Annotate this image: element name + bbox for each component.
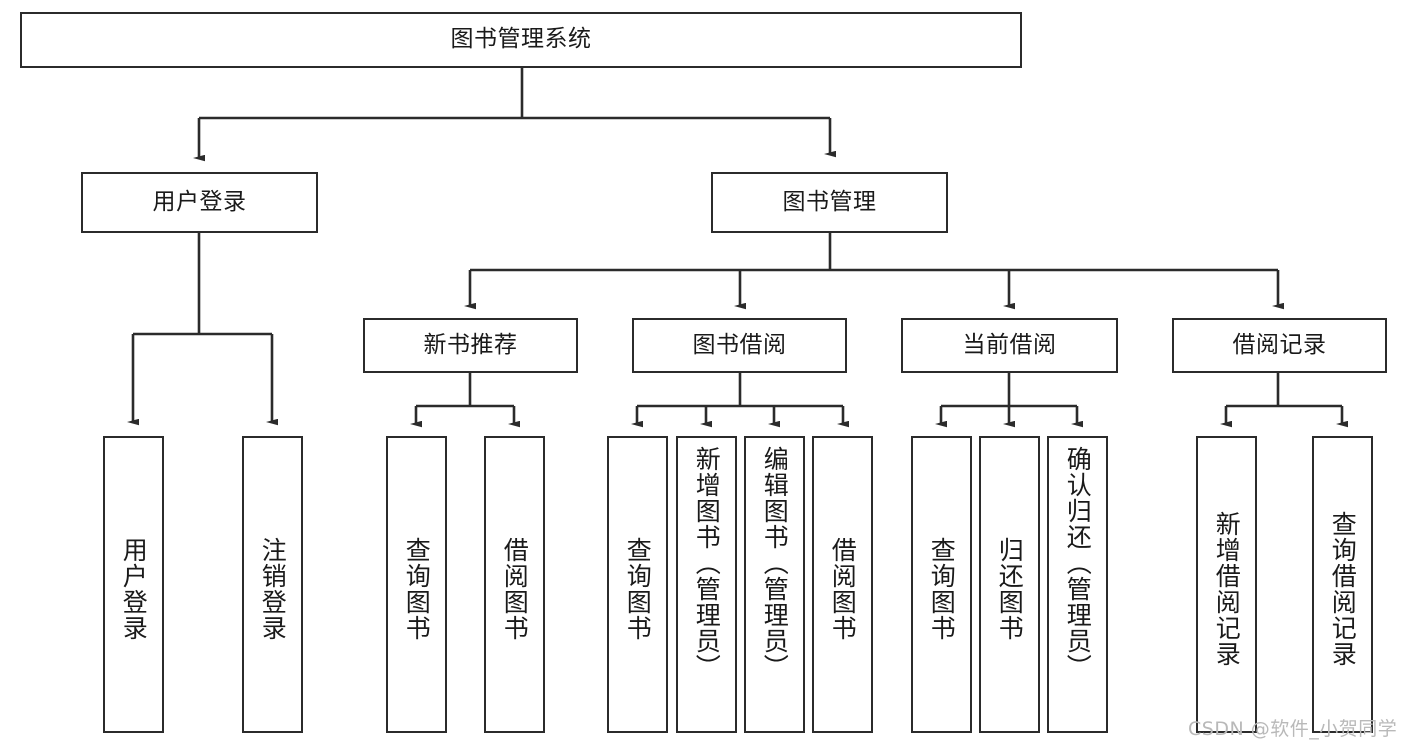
node-leaf-borrow-edit-book[interactable]: 编辑图书（管理员）: [744, 436, 805, 733]
node-current-borrow-label: 当前借阅: [962, 331, 1057, 358]
node-borrow-record[interactable]: 借阅记录: [1172, 318, 1387, 373]
node-leaf-current-confirm-return[interactable]: 确认归还（管理员）: [1047, 436, 1108, 733]
node-leaf-current-return-book[interactable]: 归还图书: [979, 436, 1040, 733]
node-leaf-recommend-borrow-book-label: 借阅图书: [500, 536, 530, 641]
node-leaf-logout-label: 注销登录: [258, 536, 288, 641]
node-leaf-user-login-label: 用户登录: [119, 536, 149, 641]
node-leaf-record-add-label: 新增借阅记录: [1212, 510, 1242, 667]
node-leaf-user-login[interactable]: 用户登录: [103, 436, 164, 733]
node-current-borrow[interactable]: 当前借阅: [901, 318, 1118, 373]
node-borrow-record-label: 借阅记录: [1232, 331, 1327, 358]
node-leaf-borrow-add-book[interactable]: 新增图书（管理员）: [676, 436, 737, 733]
node-book-manage[interactable]: 图书管理: [711, 172, 948, 233]
node-leaf-recommend-query-book-label: 查询图书: [402, 536, 432, 641]
node-leaf-borrow-query-book[interactable]: 查询图书: [607, 436, 668, 733]
node-new-book-recommend-label: 新书推荐: [423, 331, 518, 358]
node-leaf-record-query[interactable]: 查询借阅记录: [1312, 436, 1373, 733]
node-root[interactable]: 图书管理系统: [20, 12, 1022, 68]
node-user-login[interactable]: 用户登录: [81, 172, 318, 233]
node-user-login-label: 用户登录: [152, 188, 247, 215]
node-leaf-recommend-query-book[interactable]: 查询图书: [386, 436, 447, 733]
node-book-borrow[interactable]: 图书借阅: [632, 318, 847, 373]
node-leaf-logout[interactable]: 注销登录: [242, 436, 303, 733]
node-leaf-borrow-borrow-book[interactable]: 借阅图书: [812, 436, 873, 733]
node-new-book-recommend[interactable]: 新书推荐: [363, 318, 578, 373]
node-root-label: 图书管理系统: [450, 26, 592, 53]
node-book-manage-label: 图书管理: [782, 188, 877, 215]
node-leaf-borrow-borrow-book-label: 借阅图书: [828, 536, 858, 641]
node-leaf-recommend-borrow-book[interactable]: 借阅图书: [484, 436, 545, 733]
node-leaf-current-query-book-label: 查询图书: [927, 536, 957, 641]
node-leaf-record-add[interactable]: 新增借阅记录: [1196, 436, 1257, 733]
node-leaf-borrow-query-book-label: 查询图书: [623, 536, 653, 641]
node-leaf-current-return-book-label: 归还图书: [995, 536, 1025, 641]
node-leaf-borrow-edit-book-label: 编辑图书（管理员）: [760, 446, 790, 680]
node-leaf-current-confirm-return-label: 确认归还（管理员）: [1063, 446, 1093, 680]
node-leaf-record-query-label: 查询借阅记录: [1328, 510, 1358, 667]
node-leaf-current-query-book[interactable]: 查询图书: [911, 436, 972, 733]
node-book-borrow-label: 图书借阅: [692, 331, 787, 358]
node-leaf-borrow-add-book-label: 新增图书（管理员）: [692, 446, 722, 680]
